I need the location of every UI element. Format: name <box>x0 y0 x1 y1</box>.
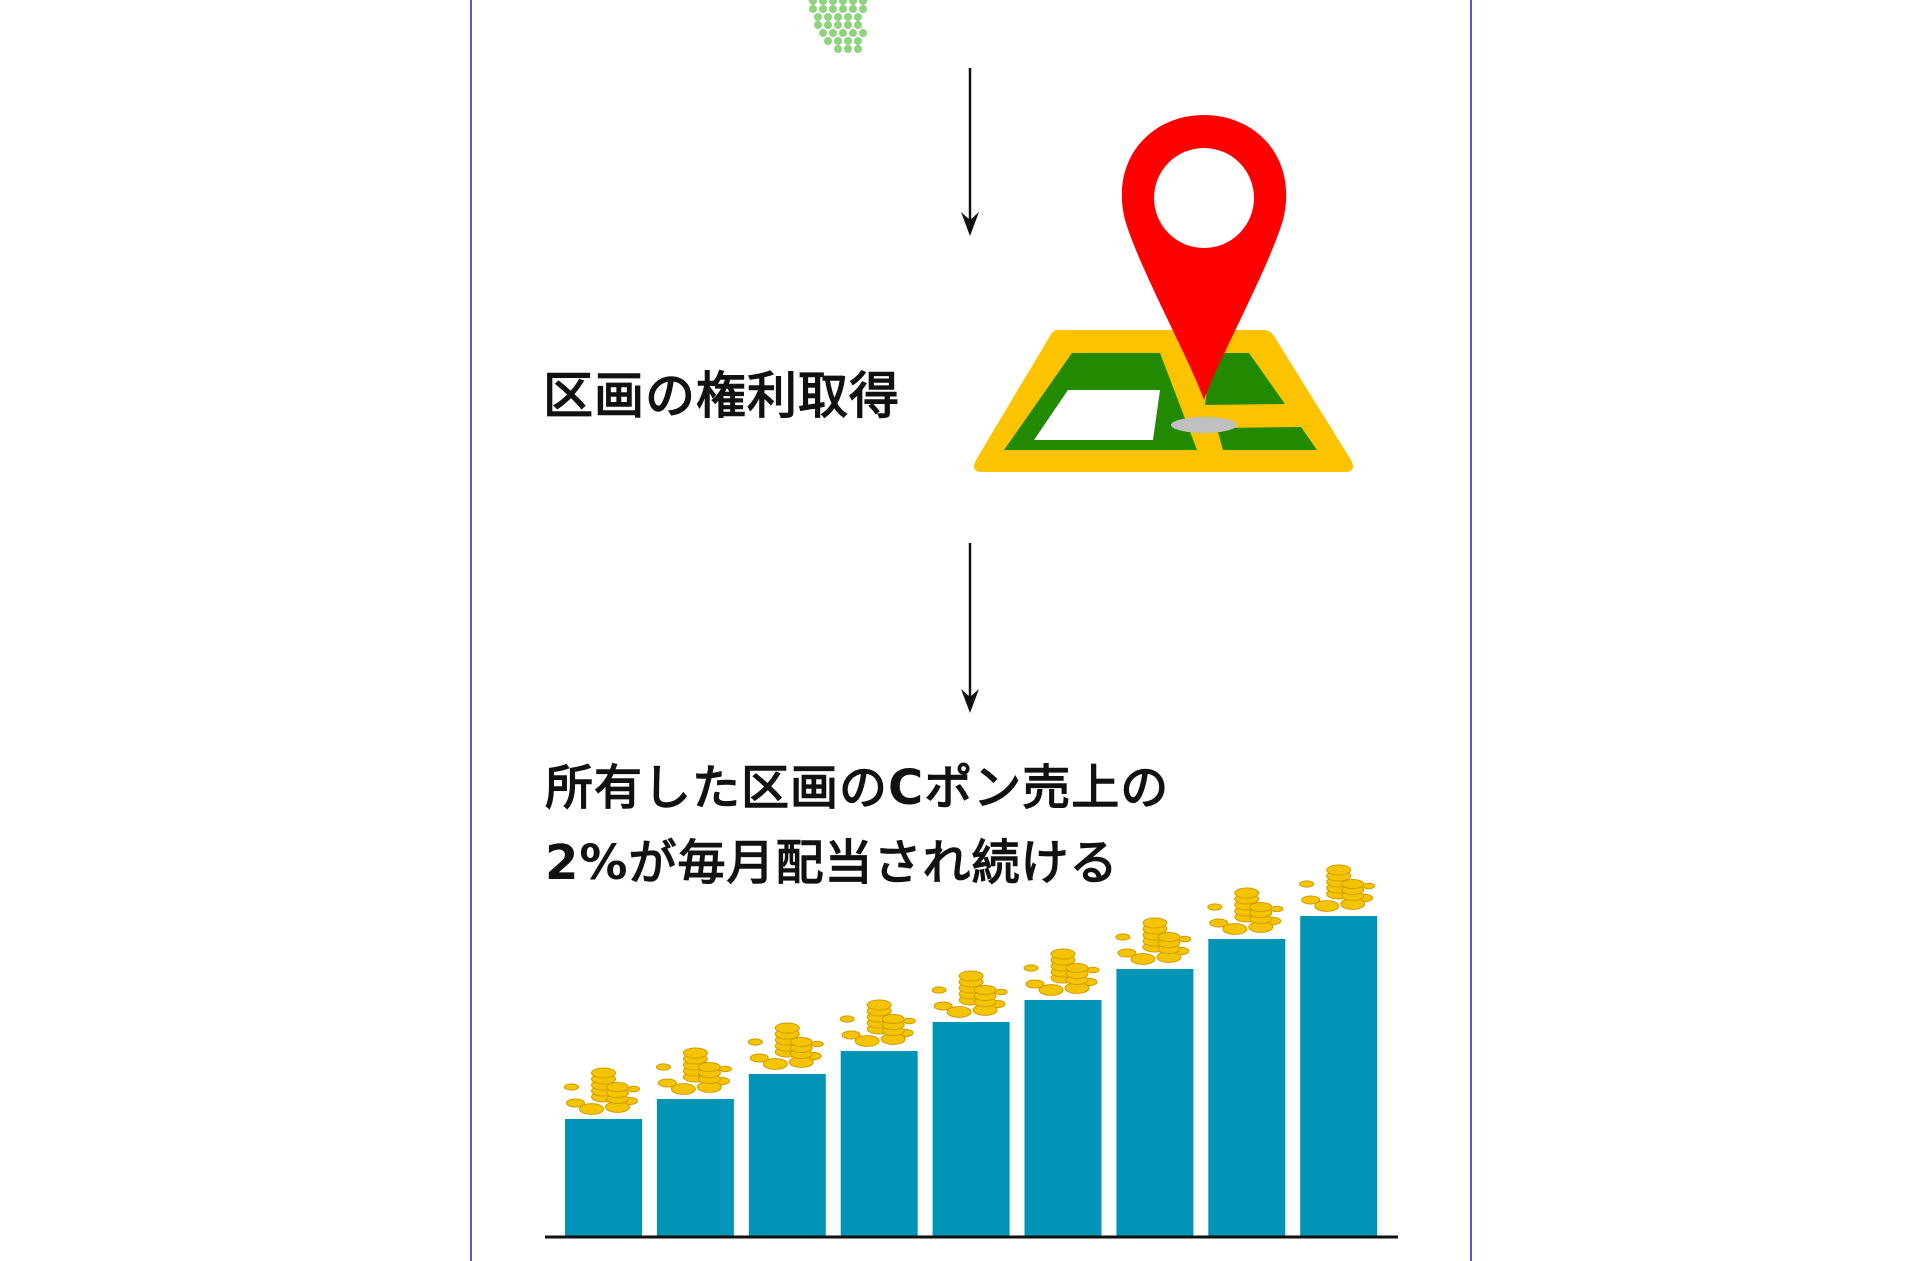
dot <box>824 37 832 45</box>
dot <box>834 13 842 21</box>
arrow-down-2 <box>961 543 979 713</box>
dot <box>819 29 827 37</box>
arrow-down-1 <box>961 68 979 236</box>
dot <box>834 45 842 53</box>
dot <box>854 45 862 53</box>
dot <box>829 5 837 13</box>
dot <box>849 5 857 13</box>
dot <box>859 29 867 37</box>
dot <box>814 21 822 29</box>
coin-stack-icon <box>1115 917 1192 965</box>
dot <box>839 5 847 13</box>
dot <box>849 29 857 37</box>
dot <box>854 21 862 29</box>
growth-bar <box>1300 916 1378 1236</box>
coin-stack-icon <box>747 1022 824 1070</box>
coin-stack-icon <box>564 1067 640 1115</box>
dot <box>844 45 852 53</box>
dot <box>819 0 827 5</box>
dot <box>814 13 822 21</box>
coin-stack-icon <box>931 970 1008 1018</box>
coin-stack-icon <box>1023 948 1100 996</box>
dot <box>834 21 842 29</box>
growth-bar <box>840 1051 918 1236</box>
dot <box>809 5 817 13</box>
dot <box>829 0 837 5</box>
dot <box>859 5 867 13</box>
coin-stack-icon <box>1299 864 1376 912</box>
growth-bar-chart <box>564 864 1378 1236</box>
coin-stack-icon <box>839 999 916 1047</box>
growth-bar <box>932 1022 1010 1236</box>
dot <box>854 37 862 45</box>
dotted-arrow-icon <box>809 0 867 53</box>
result-text-line-2: 2%が毎月配当され続ける <box>545 835 1119 891</box>
growth-bar <box>565 1119 642 1236</box>
growth-bar <box>1024 1000 1102 1236</box>
dot <box>809 0 817 5</box>
coin-stack-icon <box>655 1047 732 1095</box>
growth-bar <box>1208 939 1286 1236</box>
dot <box>844 37 852 45</box>
step-title-acquire-plot: 区画の権利取得 <box>543 367 900 425</box>
dot <box>834 37 842 45</box>
dot <box>829 29 837 37</box>
dot <box>819 5 827 13</box>
growth-bar <box>656 1099 734 1236</box>
dot <box>839 29 847 37</box>
dot <box>854 13 862 21</box>
map-pin-icon <box>974 115 1353 472</box>
result-text-line-1: 所有した区画のCポン売上の <box>545 760 1170 816</box>
growth-bar <box>748 1074 826 1236</box>
dot <box>844 21 852 29</box>
dot <box>859 0 867 5</box>
dot <box>839 0 847 5</box>
dot <box>824 13 832 21</box>
growth-bar <box>1116 969 1194 1236</box>
coin-stack-icon <box>1207 887 1284 935</box>
dot <box>849 0 857 5</box>
dot <box>844 13 852 21</box>
dot <box>824 21 832 29</box>
